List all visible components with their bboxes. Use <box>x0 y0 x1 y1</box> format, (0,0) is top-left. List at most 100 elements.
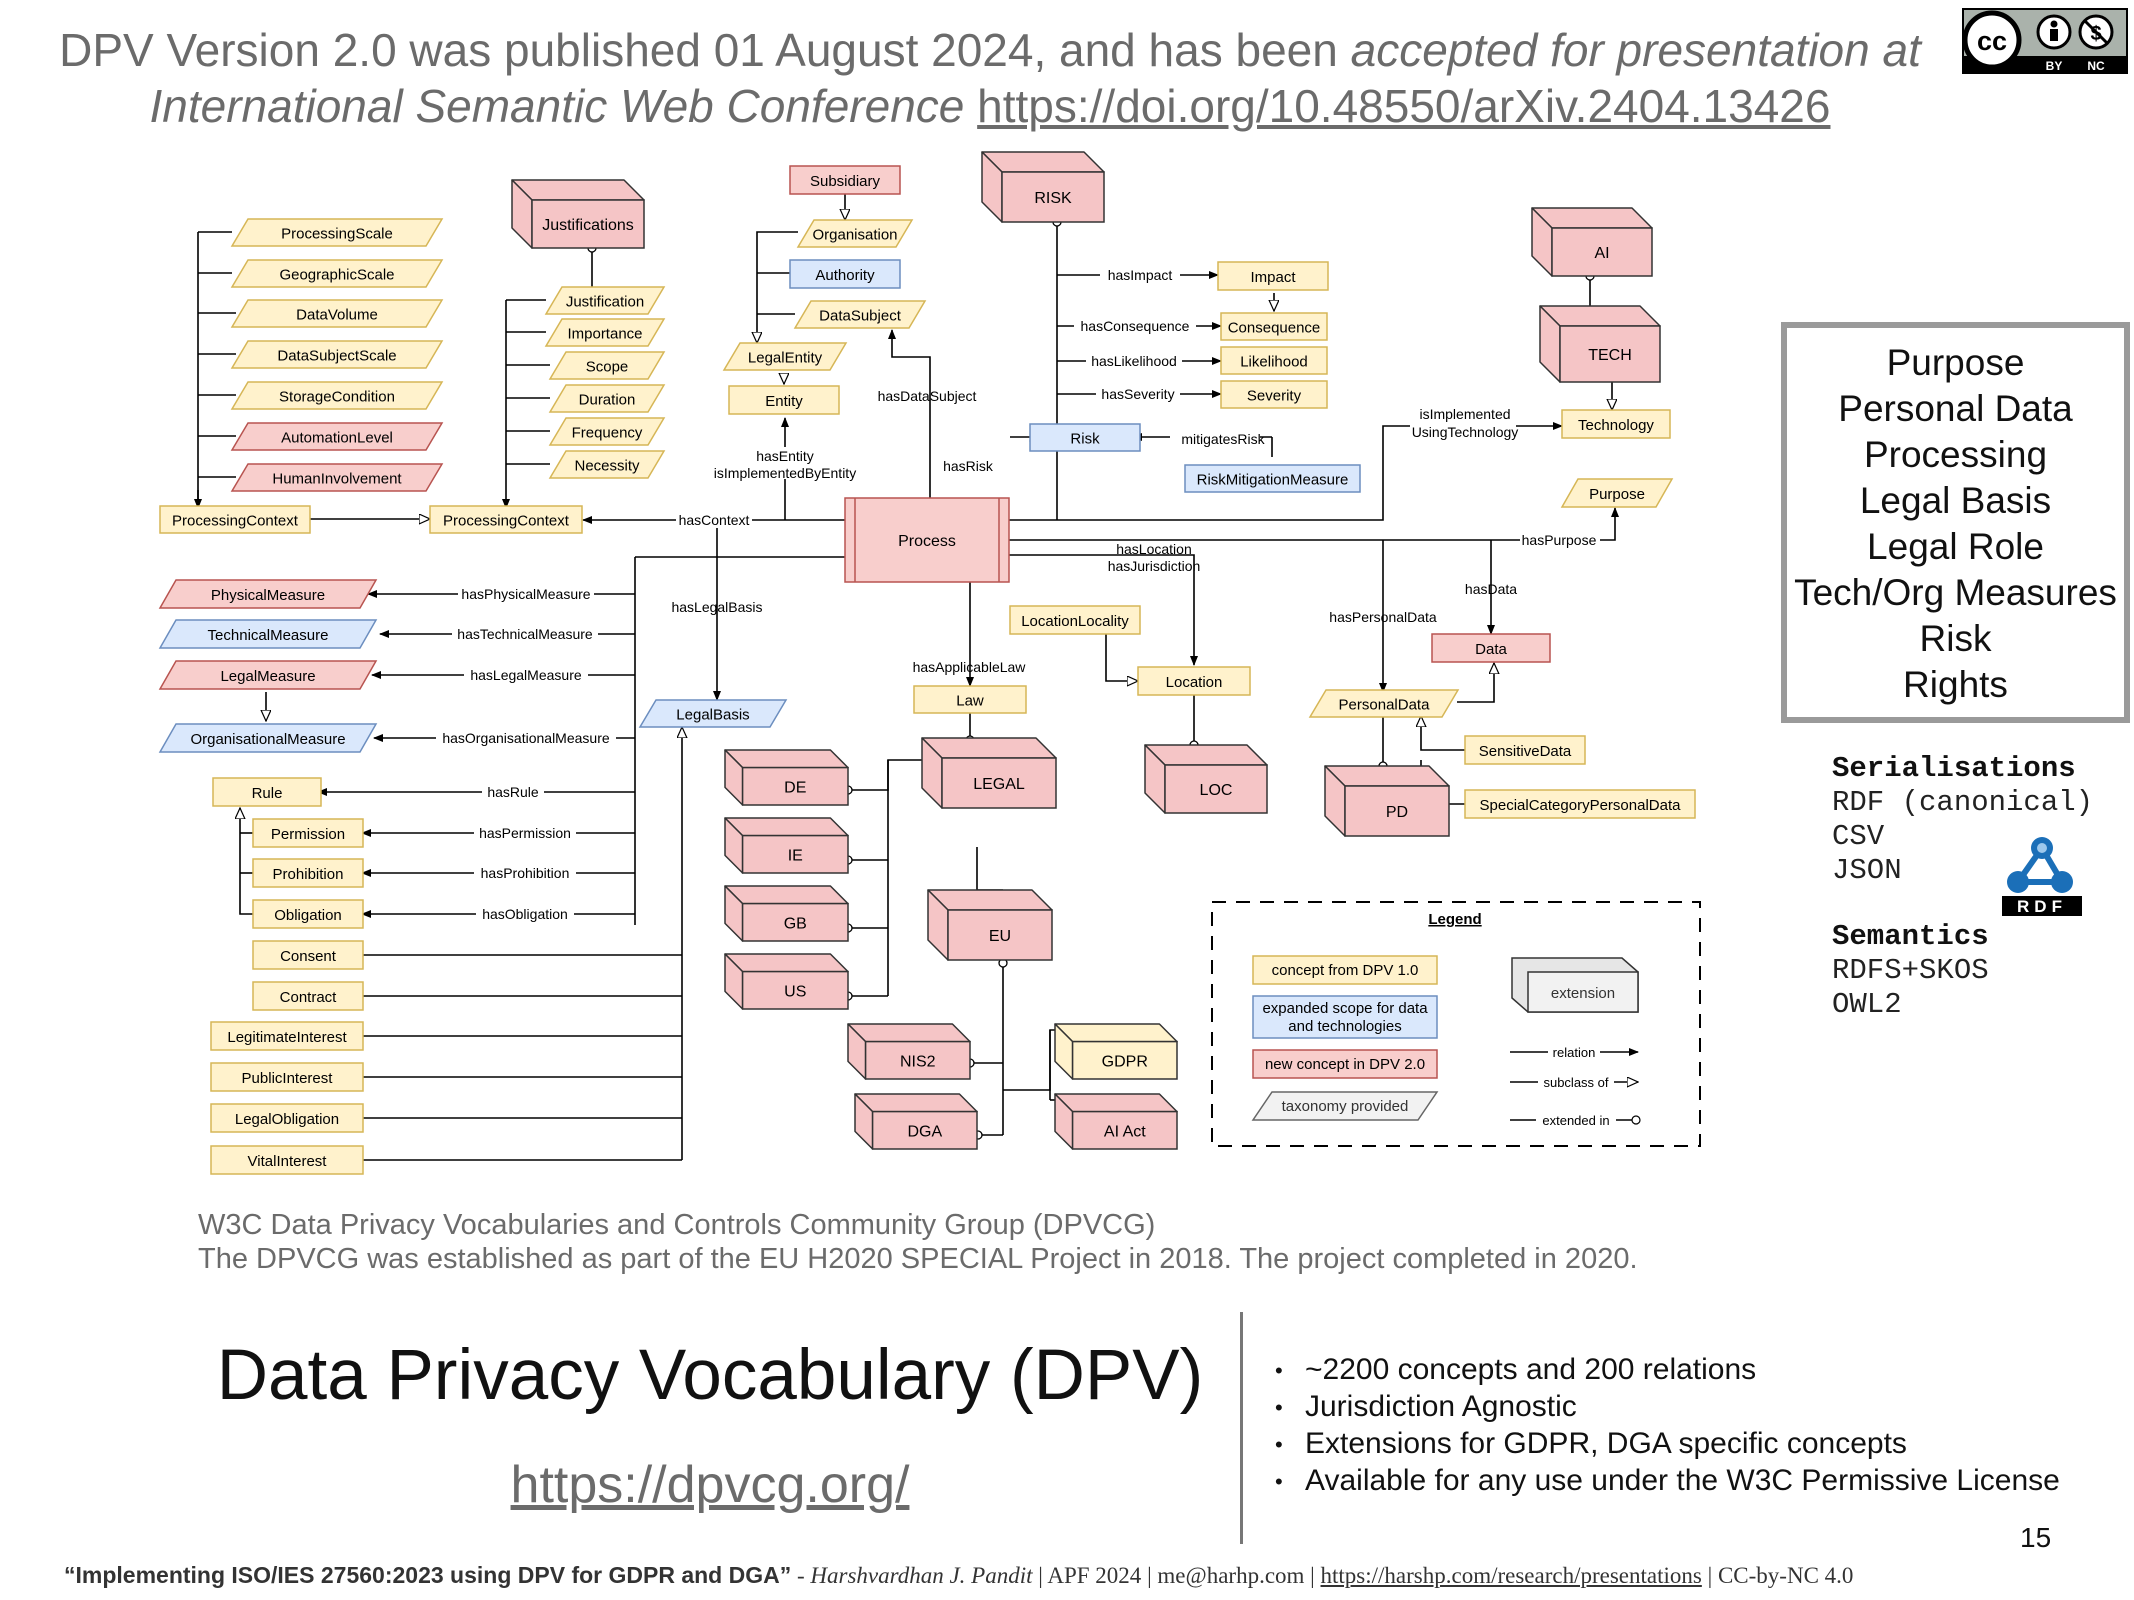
serialisation-json: JSON <box>1832 854 1902 887</box>
rel-has-purpose: hasPurpose <box>1522 532 1597 548</box>
node-processing-context-left: ProcessingContext <box>159 505 311 534</box>
node-law: Law <box>913 685 1027 714</box>
node-automation-level: AutomationLevel <box>230 422 444 451</box>
node-tech-ext: TECH <box>1539 305 1661 383</box>
node-nis2: NIS2 <box>847 1023 971 1080</box>
node-label: PersonalData <box>1339 697 1431 714</box>
dpv-concept-diagram: hasImpact hasConsequence hasLikelihood h… <box>158 151 1701 1175</box>
node-label: VitalInterest <box>248 1153 328 1170</box>
node-ai-ext: AI <box>1531 207 1653 277</box>
node-label: Impact <box>1250 269 1296 286</box>
footer-email[interactable]: me@harhp.com <box>1157 1563 1305 1588</box>
node-purpose: Purpose <box>1560 478 1674 508</box>
doi-link[interactable]: https://doi.org/10.48550/arXiv.2404.1342… <box>977 80 1831 132</box>
node-label: DataSubjectScale <box>277 348 396 365</box>
facet-item: Risk <box>1919 618 1992 659</box>
feature-item: Available for any use under the W3C Perm… <box>1275 1463 2060 1500</box>
node-label: GB <box>784 915 807 932</box>
node-personal-data: PersonalData <box>1308 689 1460 718</box>
rel-has-organisational-measure: hasOrganisationalMeasure <box>442 730 610 746</box>
rel-has-risk: hasRisk <box>943 458 994 474</box>
node-label: HumanInvolvement <box>272 471 402 488</box>
node-label: PublicInterest <box>242 1070 334 1087</box>
rdf-logo-text: RDF <box>2017 897 2067 916</box>
node-organisation: Organisation <box>796 219 914 248</box>
rel-has-entity: hasEntity <box>756 448 814 464</box>
node-label: LEGAL <box>973 776 1025 793</box>
rel-using-technology: UsingTechnology <box>1412 424 1519 440</box>
node-de: DE <box>724 749 849 806</box>
node-sensitive-data: SensitiveData <box>1464 735 1586 765</box>
node-location-locality: LocationLocality <box>1009 605 1141 635</box>
node-label: AI <box>1594 245 1609 262</box>
node-label: Consent <box>280 948 337 965</box>
rel-has-location: hasLocation <box>1116 541 1192 557</box>
node-data-subject-scale: DataSubjectScale <box>230 340 444 369</box>
node-label: SensitiveData <box>1479 743 1572 760</box>
node-legal-measure: LegalMeasure <box>158 660 378 690</box>
node-legal-ext: LEGAL <box>921 737 1057 809</box>
node-prohibition: Prohibition <box>252 858 364 888</box>
node-label: Justifications <box>542 217 634 234</box>
legend-subclass-of: subclass of <box>1543 1075 1608 1090</box>
node-necessity: Necessity <box>548 450 666 479</box>
dpvcg-link[interactable]: https://dpvcg.org/ <box>510 1456 910 1514</box>
node-label: PhysicalMeasure <box>211 587 325 604</box>
serialisations: Serialisations RDF (canonical) CSV JSON <box>1832 752 2093 888</box>
node-label: Necessity <box>574 458 640 475</box>
node-label: LegitimateInterest <box>227 1029 347 1046</box>
node-legal-entity: LegalEntity <box>722 342 848 371</box>
legend-extension: extension <box>1551 985 1615 1002</box>
by-label: BY <box>2046 59 2063 73</box>
node-label: Rule <box>252 785 283 802</box>
dpvcg-line-1: W3C Data Privacy Vocabularies and Contro… <box>198 1209 1156 1241</box>
node-label: StorageCondition <box>279 389 395 406</box>
rel-has-obligation: hasObligation <box>482 906 568 922</box>
node-label: NIS2 <box>900 1053 936 1070</box>
vertical-divider <box>1240 1312 1243 1544</box>
rel-has-rule: hasRule <box>487 784 539 800</box>
node-importance: Importance <box>544 318 666 347</box>
facet-item: Legal Basis <box>1859 480 2052 521</box>
rel-has-context: hasContext <box>679 512 750 528</box>
rel-has-jurisdiction: hasJurisdiction <box>1108 558 1201 574</box>
node-legal-obligation: LegalObligation <box>210 1103 364 1133</box>
legend-extended-in: extended in <box>1542 1113 1609 1128</box>
node-processing-scale: ProcessingScale <box>230 218 444 247</box>
semantics-rdfs: RDFS+SKOS <box>1832 954 1989 987</box>
node-process: Process <box>844 497 1010 583</box>
node-label: Organisation <box>812 227 897 244</box>
node-label: Contract <box>280 989 338 1006</box>
node-public-interest: PublicInterest <box>210 1062 364 1092</box>
rdf-logo-icon: RDF <box>2002 834 2082 916</box>
semantics: Semantics RDFS+SKOS OWL2 <box>1832 920 1989 1022</box>
node-label: Duration <box>579 392 636 409</box>
footer-author: Harshvardhan J. Pandit <box>810 1563 1033 1588</box>
node-label: Authority <box>815 267 875 284</box>
node-technology: Technology <box>1561 409 1671 439</box>
node-label: AutomationLevel <box>281 430 393 447</box>
rel-has-likelihood: hasLikelihood <box>1091 353 1177 369</box>
node-label: LegalMeasure <box>220 668 315 685</box>
node-label: DGA <box>907 1123 942 1140</box>
rel-has-severity: hasSeverity <box>1101 386 1174 402</box>
node-justification: Justification <box>544 286 666 315</box>
node-loc-ext: LOC <box>1144 744 1268 814</box>
node-data-subject: DataSubject <box>793 300 927 329</box>
node-label: GDPR <box>1102 1053 1148 1070</box>
node-label: Technology <box>1578 417 1654 434</box>
serialisation-csv: CSV <box>1832 820 1885 853</box>
rel-has-technical-measure: hasTechnicalMeasure <box>457 626 593 642</box>
node-label: Prohibition <box>273 866 344 883</box>
footer-link[interactable]: https://harshp.com/research/presentation… <box>1320 1563 1702 1588</box>
node-label: ProcessingContext <box>443 513 570 530</box>
headline-plain: DPV Version 2.0 was published 01 August … <box>59 24 1351 76</box>
node-label: Frequency <box>572 425 643 442</box>
node-label: Importance <box>567 326 642 343</box>
node-label: ProcessingContext <box>172 513 299 530</box>
node-label: TechnicalMeasure <box>208 627 329 644</box>
node-label: LOC <box>1200 782 1233 799</box>
node-legitimate-interest: LegitimateInterest <box>210 1021 364 1051</box>
node-data-volume: DataVolume <box>230 299 444 328</box>
node-label: Scope <box>586 359 629 376</box>
